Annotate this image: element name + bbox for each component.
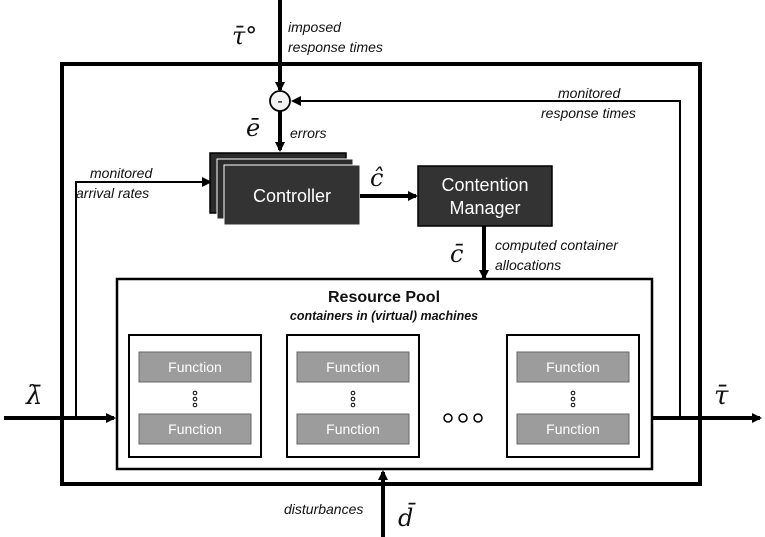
monitored-response-line1: monitored bbox=[558, 85, 621, 101]
resource-pool-subtitle: containers in (virtual) machines bbox=[290, 309, 478, 323]
tau-symbol: τ̄ bbox=[714, 381, 729, 411]
vertical-dot bbox=[570, 390, 576, 396]
vertical-dot bbox=[192, 402, 198, 408]
function-box bbox=[296, 413, 410, 445]
function-label: Function bbox=[168, 359, 222, 375]
computed-label-line1: computed container bbox=[495, 237, 619, 253]
contention-manager-line1: Contention bbox=[441, 175, 528, 195]
ellipsis-dot bbox=[473, 413, 483, 423]
vertical-dot bbox=[192, 390, 198, 396]
function-box bbox=[138, 351, 252, 383]
controller-label: Controller bbox=[253, 186, 331, 206]
vertical-dot bbox=[350, 402, 356, 408]
vertical-dot bbox=[350, 396, 356, 402]
contention-manager-box bbox=[417, 165, 553, 227]
c-hat-symbol: ĉ bbox=[370, 164, 383, 192]
response-feedback-path bbox=[291, 96, 681, 418]
contention-manager-line2: Manager bbox=[449, 198, 520, 218]
function-box bbox=[296, 351, 410, 383]
function-box bbox=[138, 413, 252, 445]
monitored-arrival-line1: monitored bbox=[90, 165, 153, 181]
arrival-feedback-path bbox=[75, 177, 212, 418]
imposed-label-line1: imposed bbox=[288, 19, 342, 35]
function-label: Function bbox=[546, 421, 600, 437]
monitored-response-line2: response times bbox=[541, 105, 636, 121]
function-label: Function bbox=[168, 421, 222, 437]
function-label: Function bbox=[546, 359, 600, 375]
ellipsis-dot bbox=[458, 413, 468, 423]
function-box bbox=[516, 413, 630, 445]
disturbances-label: disturbances bbox=[284, 501, 363, 517]
vertical-dot bbox=[192, 396, 198, 402]
vertical-dot bbox=[570, 396, 576, 402]
lambda-symbol: λ̄ bbox=[25, 381, 42, 411]
resource-pool-title: Resource Pool bbox=[328, 289, 440, 306]
imposed-label-line2: response times bbox=[288, 39, 383, 55]
tau-ref-symbol: τ̄° bbox=[232, 22, 257, 50]
controller-box bbox=[223, 164, 361, 226]
monitored-arrival-line2: arrival rates bbox=[76, 185, 149, 201]
e-symbol: ē bbox=[246, 114, 260, 142]
errors-label: errors bbox=[290, 125, 327, 141]
function-box bbox=[516, 351, 630, 383]
vertical-dot bbox=[570, 402, 576, 408]
computed-label-line2: allocations bbox=[495, 257, 561, 273]
vertical-dot bbox=[350, 390, 356, 396]
d-symbol: d̄ bbox=[398, 503, 416, 532]
ellipsis-dot bbox=[443, 413, 453, 423]
c-bar-symbol: c̄ bbox=[450, 240, 464, 268]
comparator-sign: - bbox=[277, 93, 282, 110]
function-label: Function bbox=[326, 421, 380, 437]
function-label: Function bbox=[326, 359, 380, 375]
